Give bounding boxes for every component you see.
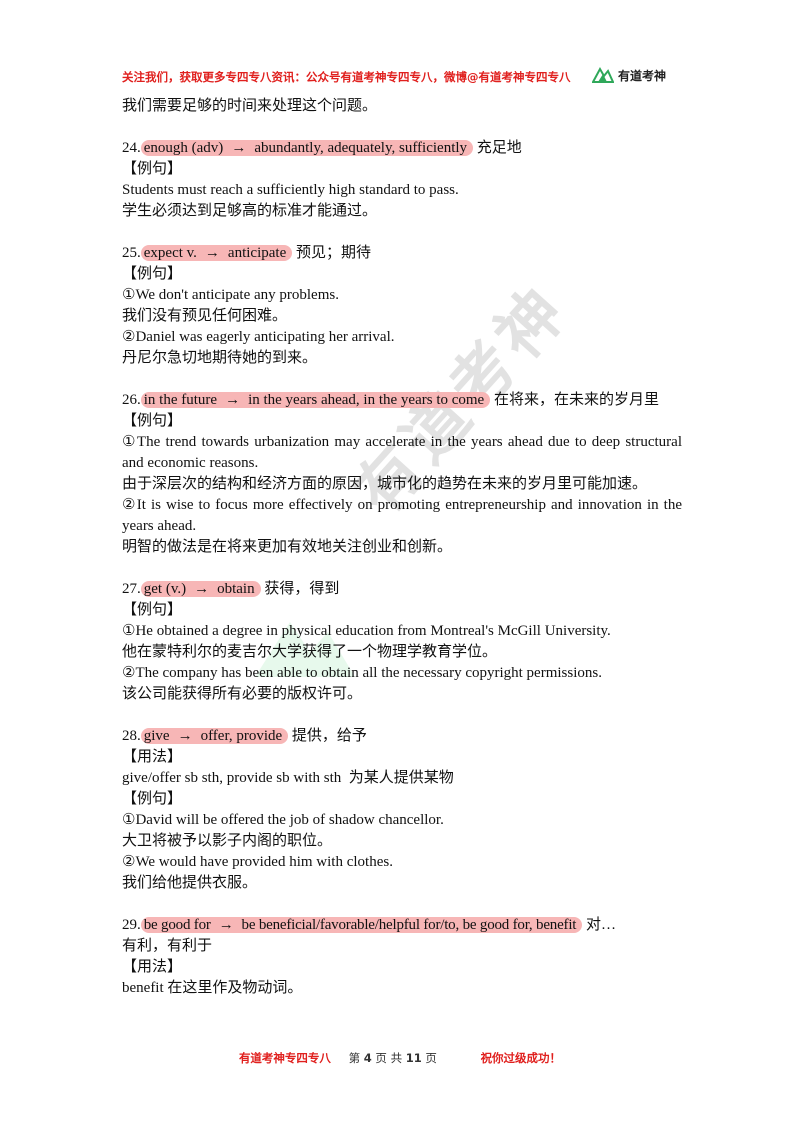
example-en: ①The trend towards urbanization may acce…	[122, 434, 682, 471]
entry-number: 29.	[122, 917, 141, 933]
synonym-highlight: enough (adv) → abundantly, adequately, suf…	[140, 140, 474, 156]
synonym-highlight: give → offer, provide	[140, 728, 289, 744]
example-label: 【例句】	[122, 791, 183, 807]
entry-synonyms: offer, provide	[200, 728, 283, 744]
brand-logo: 有道考神	[591, 66, 667, 88]
arrow-icon: →	[218, 917, 234, 933]
entry-meaning: 在将来，在未来的岁月里	[493, 392, 659, 408]
page-indicator: 第 4 页 共 11 页	[349, 1051, 437, 1065]
synonym-highlight: be good for → be beneficial/favorable/help…	[140, 917, 583, 933]
example-label: 【例句】	[122, 161, 183, 177]
entry-meaning: 充足地	[476, 140, 522, 156]
arrow-icon: →	[231, 140, 247, 156]
usage-label: 【用法】	[122, 749, 183, 765]
entry-28: 28.give → offer, provide 提供，给予 【用法】 give/o…	[122, 726, 682, 894]
entry-number: 26.	[122, 392, 141, 408]
entry-meaning: 预见；期待	[295, 245, 371, 261]
entry-synonyms: in the years ahead, in the years to come	[248, 392, 485, 408]
entry-number: 24.	[122, 140, 141, 156]
entry-number: 25.	[122, 245, 141, 261]
entry-heading: 24.enough (adv) → abundantly, adequately, …	[122, 138, 682, 159]
page-total: 11	[405, 1051, 422, 1065]
logo-text: 有道考神	[618, 68, 667, 83]
arrow-icon: →	[194, 581, 210, 597]
entry-heading: 26.in the future → in the years ahead, in …	[122, 390, 682, 411]
example-en: ①He obtained a degree in physical educat…	[122, 623, 611, 639]
example-en: ②It is wise to focus more effectively on…	[122, 497, 682, 534]
example-en: ②The company has been able to obtain all…	[122, 665, 602, 681]
page-mid: 页 共	[375, 1051, 403, 1065]
example-zh: 大卫将被予以影子内阁的职位。	[122, 833, 333, 849]
page-suffix: 页	[425, 1051, 437, 1065]
entry-25: 25.expect v. → anticipate 预见；期待 【例句】 ①We d…	[122, 243, 682, 369]
example-en: ②We would have provided him with clothes…	[122, 854, 393, 870]
usage-label: 【用法】	[122, 959, 183, 975]
entry-word: be good for	[143, 917, 211, 933]
example-en: ①David will be offered the job of shadow…	[122, 812, 444, 828]
example-zh: 丹尼尔急切地期待她的到来。	[122, 350, 318, 366]
entry-heading: 27.get (v.) → obtain 获得，得到	[122, 579, 682, 600]
synonym-highlight: get (v.) → obtain	[140, 581, 261, 597]
entry-word: enough (adv)	[143, 140, 224, 156]
entry-heading: 25.expect v. → anticipate 预见；期待	[122, 243, 682, 264]
entry-synonyms: anticipate	[227, 245, 287, 261]
example-label: 【例句】	[122, 602, 183, 618]
page-footer: 有道考神专四专八 第 4 页 共 11 页 祝你过级成功！	[0, 1050, 800, 1066]
footer-slogan: 祝你过级成功！	[480, 1051, 562, 1065]
example-label: 【例句】	[122, 413, 183, 429]
intro-line: 我们需要足够的时间来处理这个问题。	[122, 98, 378, 114]
entry-27: 27.get (v.) → obtain 获得，得到 【例句】 ①He obtain…	[122, 579, 682, 705]
entry-26: 26.in the future → in the years ahead, in …	[122, 390, 682, 558]
logo-icon	[591, 67, 615, 84]
example-en: ①We don't anticipate any problems.	[122, 287, 339, 303]
example-zh: 该公司能获得所有必要的版权许可。	[122, 686, 363, 702]
example-en: ②Daniel was eagerly anticipating her arr…	[122, 329, 395, 345]
page-header: 关注我们，获取更多专四专八资讯：公众号有道考神专四专八，微博@有道考神专四专八 …	[122, 66, 682, 88]
entry-heading: 29.be good for → be beneficial/favorable/h…	[122, 915, 682, 936]
entry-29: 29.be good for → be beneficial/favorable/h…	[122, 915, 682, 999]
example-en: Students must reach a sufficiently high …	[122, 182, 459, 198]
example-label: 【例句】	[122, 266, 183, 282]
example-zh: 学生必须达到足够高的标准才能通过。	[122, 203, 378, 219]
entry-meaning: 对…	[586, 917, 617, 933]
synonym-highlight: expect v. → anticipate	[140, 245, 293, 261]
entry-meaning-continued: 有利，有利于	[122, 938, 213, 954]
usage-text: benefit 在这里作及物动词。	[122, 980, 303, 996]
synonym-highlight: in the future → in the years ahead, in the…	[140, 392, 491, 408]
entry-number: 27.	[122, 581, 141, 597]
page-prefix: 第	[348, 1051, 361, 1065]
example-zh: 明智的做法是在将来更加有效地关注创业和创新。	[122, 539, 453, 555]
example-zh: 由于深层次的结构和经济方面的原因，城市化的趋势在未来的岁月里可能加速。	[122, 476, 648, 492]
entry-24: 24.enough (adv) → abundantly, adequately, …	[122, 138, 682, 222]
entry-synonyms: be beneficial/favorable/helpful for/to, …	[241, 917, 577, 933]
footer-brand: 有道考神专四专八	[238, 1051, 331, 1065]
entry-heading: 28.give → offer, provide 提供，给予	[122, 726, 682, 747]
document-body: 我们需要足够的时间来处理这个问题。 24.enough (adv) → abunda…	[122, 96, 682, 999]
entry-synonyms: obtain	[217, 581, 255, 597]
entry-word: expect v.	[143, 245, 197, 261]
entry-meaning: 提供，给予	[291, 728, 367, 744]
page-number: 4	[363, 1051, 372, 1065]
entry-word: give	[143, 728, 170, 744]
entry-synonyms: abundantly, adequately, sufficiently	[254, 140, 468, 156]
arrow-icon: →	[225, 392, 241, 408]
entry-word: get (v.)	[143, 581, 187, 597]
usage-text: give/offer sb sth, provide sb with sth 为…	[122, 770, 454, 786]
example-zh: 他在蒙特利尔的麦吉尔大学获得了一个物理学教育学位。	[122, 644, 498, 660]
entry-number: 28.	[122, 728, 141, 744]
entry-meaning: 获得，得到	[264, 581, 340, 597]
example-zh: 我们没有预见任何困难。	[122, 308, 288, 324]
arrow-icon: →	[177, 728, 193, 744]
arrow-icon: →	[204, 245, 220, 261]
header-notice: 关注我们，获取更多专四专八资讯：公众号有道考神专四专八，微博@有道考神专四专八	[122, 70, 571, 84]
example-zh: 我们给他提供衣服。	[122, 875, 258, 891]
entry-word: in the future	[143, 392, 218, 408]
